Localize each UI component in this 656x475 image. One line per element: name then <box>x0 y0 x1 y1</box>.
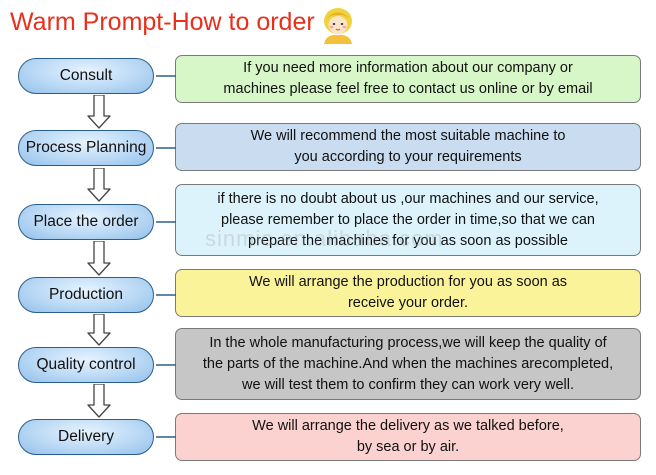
step-pill-3: Place the order <box>18 204 154 240</box>
step-description-3: if there is no doubt about us ,our machi… <box>175 184 641 256</box>
step-pill-2: Process Planning <box>18 130 154 166</box>
step-pill-4: Production <box>18 277 154 313</box>
description-line: by sea or by air. <box>356 439 460 455</box>
girl-mascot-icon <box>324 8 352 44</box>
description-line: receive your order. <box>347 295 469 311</box>
down-arrow-icon <box>87 384 111 418</box>
description-line: we will test them to confirm they can wo… <box>242 376 574 393</box>
description-line: if there is no doubt about us ,our machi… <box>217 190 599 207</box>
description-line: you according to your requirements <box>294 149 522 165</box>
description-line: please remember to place the order in ti… <box>221 211 595 228</box>
page-title: Warm Prompt-How to order <box>10 8 315 36</box>
description-line: machines please feel free to contact us … <box>223 81 593 97</box>
down-arrow-icon <box>87 314 111 346</box>
description-line: In the whole manufacturing process,we wi… <box>209 334 607 351</box>
connector-line <box>156 147 176 149</box>
connector-line <box>156 75 176 77</box>
step-description-2: We will recommend the most suitable mach… <box>175 123 641 171</box>
connector-line <box>156 364 176 366</box>
down-arrow-icon <box>87 95 111 129</box>
description-line: We will recommend the most suitable mach… <box>250 128 566 144</box>
connector-line <box>156 436 176 438</box>
step-pill-6: Delivery <box>18 419 154 455</box>
step-description-5: In the whole manufacturing process,we wi… <box>175 328 641 400</box>
connector-line <box>156 294 176 296</box>
step-description-6: We will arrange the delivery as we talke… <box>175 413 641 461</box>
description-line: the parts of the machine.And when the ma… <box>202 355 614 372</box>
step-description-4: We will arrange the production for you a… <box>175 269 641 317</box>
description-line: We will arrange the delivery as we talke… <box>252 418 564 434</box>
description-line: If you need more information about our c… <box>243 60 573 76</box>
step-pill-5: Quality control <box>18 347 154 383</box>
connector-line <box>156 221 176 223</box>
description-line: prepare the machines for you as soon as … <box>248 232 568 249</box>
down-arrow-icon <box>87 241 111 276</box>
down-arrow-icon <box>87 168 111 202</box>
step-pill-1: Consult <box>18 58 154 94</box>
step-description-1: If you need more information about our c… <box>175 55 641 103</box>
description-line: We will arrange the production for you a… <box>248 274 568 290</box>
